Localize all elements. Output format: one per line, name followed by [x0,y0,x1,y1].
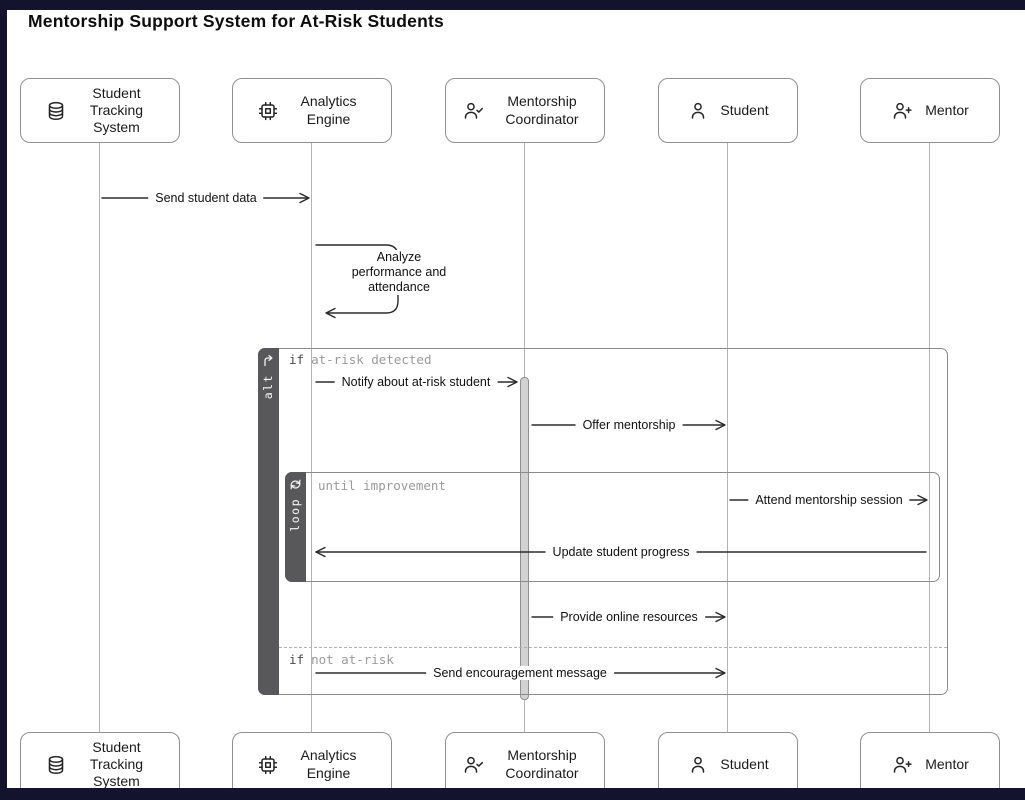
cpu-icon [257,100,279,122]
actor-label: Student Tracking System [89,738,144,790]
loop-condition-text: until improvement [318,478,446,493]
window-border-left [0,0,7,800]
actor-mentorship-coordinator-top: Mentorship Coordinator [445,78,605,143]
cpu-icon [257,754,279,776]
database-icon [45,100,67,122]
actor-student-tracking-system-top: Student Tracking System [20,78,180,143]
message-label: Send encouragement message [426,666,614,680]
message-label: Notify about at-risk student [334,375,498,389]
alt-block: alt [257,347,948,696]
message-label: Attend mentorship session [748,493,910,507]
message-provide-resources: Provide online resources [530,609,728,625]
actor-label: Mentorship Coordinator [505,93,579,127]
lifeline-mentor [929,143,931,732]
actor-label: Analytics Engine [300,747,357,781]
actor-label: Student [720,755,769,772]
person-plus-icon [891,754,914,776]
actor-label: Analytics Engine [300,93,357,127]
message-attend-session: Attend mentorship session [728,492,930,508]
message-label: Send student data [148,191,264,205]
message-notify-at-risk: Notify about at-risk student [312,374,520,390]
actor-label: Mentor [925,101,969,118]
diagram-title: Mentorship Support System for At-Risk St… [28,11,444,31]
person-icon [687,100,709,122]
actor-label: Student Tracking System [89,84,144,136]
message-send-student-data: Send student data [100,190,312,206]
actor-mentor-bottom: Mentor [860,732,1000,797]
alt-divider [259,647,947,648]
alt-condition-1-keyword: if [289,352,305,367]
loop-sidebar: loop [284,471,306,583]
message-send-encouragement: Send encouragement message [312,665,728,681]
alt-condition-2-keyword: if [289,652,305,667]
person-check-icon [462,100,485,122]
actor-mentorship-coordinator-bottom: Mentorship Coordinator [445,732,605,797]
alt-label: alt [261,373,276,399]
person-check-icon [462,754,485,776]
database-icon [45,754,67,776]
person-icon [687,754,709,776]
actor-mentor-top: Mentor [860,78,1000,143]
window-border-top [0,0,1025,10]
lifeline-student [727,143,729,732]
window-border-bottom [0,788,1025,800]
alt-condition-2: if not at-risk [289,652,394,667]
message-update-progress: Update student progress [312,544,930,560]
loop-condition: until improvement [318,478,446,493]
actor-label: Student [720,101,769,118]
actor-student-tracking-system-bottom: Student Tracking System [20,732,180,797]
actor-analytics-engine-top: Analytics Engine [232,78,392,143]
alt-condition-1-text: at-risk detected [311,352,432,367]
loop-icon [290,479,301,489]
lifeline-analytics-engine [311,143,313,732]
message-label: Offer mentorship [575,418,683,432]
actor-student-bottom: Student [658,732,798,797]
alt-sidebar: alt [257,347,279,696]
actor-label: Mentorship Coordinator [505,747,579,781]
alt-condition-2-text: not at-risk [311,652,394,667]
loop-label: loop [288,497,303,532]
message-offer-mentorship: Offer mentorship [530,417,728,433]
lifeline-student-tracking-system [99,143,101,732]
actor-student-top: Student [658,78,798,143]
message-label: Provide online resources [553,610,705,624]
branch-icon [263,354,273,366]
message-analyze-label: Analyze performance and attendance [346,250,452,295]
alt-condition-1: if at-risk detected [289,352,431,367]
activation-bar [520,377,529,700]
person-plus-icon [891,100,914,122]
message-label: Update student progress [545,545,697,559]
loop-block: loop [284,471,940,583]
actor-label: Mentor [925,755,969,772]
